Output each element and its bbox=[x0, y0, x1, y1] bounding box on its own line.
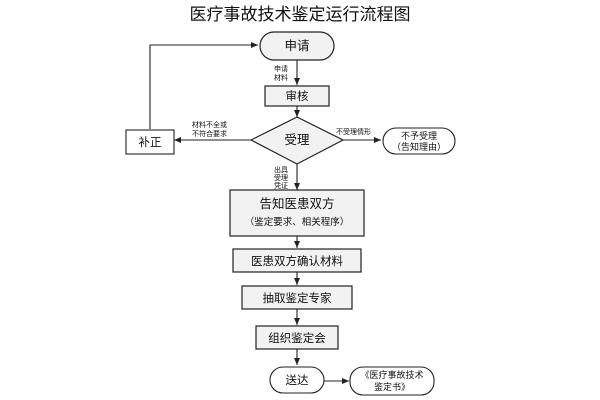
node-notify: 告知医患双方 （鉴定要求、相关程序） bbox=[229, 189, 365, 237]
node-report-line1: 《医疗事故技术 bbox=[360, 369, 423, 381]
node-reject-reason: （告知理由） bbox=[392, 141, 446, 153]
node-reject: 不予受理 （告知理由） bbox=[382, 127, 456, 155]
edge-label-incomplete-2: 不符合要求 bbox=[192, 129, 227, 138]
node-report: 《医疗事故技术 鉴定书》 bbox=[349, 366, 435, 396]
node-report-line2: 鉴定书》 bbox=[374, 381, 410, 393]
node-accept-label: 受理 bbox=[284, 132, 310, 147]
node-experts: 抽取鉴定专家 bbox=[241, 285, 353, 310]
edge-label-incomplete-1: 材料不全或 bbox=[192, 120, 227, 129]
node-experts-label: 抽取鉴定专家 bbox=[263, 291, 332, 305]
edge-label-certificate-3: 凭证 bbox=[274, 181, 288, 190]
connectors bbox=[149, 42, 381, 384]
arrow-correct-to-apply bbox=[149, 42, 258, 129]
node-apply: 申请 bbox=[259, 31, 335, 61]
node-confirm: 医患双方确认材料 bbox=[232, 248, 362, 273]
node-review-label: 审核 bbox=[286, 89, 309, 103]
node-meeting: 组织鉴定会 bbox=[255, 325, 339, 350]
node-correct: 补正 bbox=[125, 129, 175, 155]
edge-label-apply-materials-1: 申请 bbox=[274, 64, 288, 73]
diagram-title: 医疗事故技术鉴定运行流程图 bbox=[190, 5, 411, 25]
node-apply-label: 申请 bbox=[284, 38, 309, 53]
node-correct-label: 补正 bbox=[139, 135, 162, 149]
edge-label-certificate-1: 出具 bbox=[274, 165, 288, 174]
node-review: 审核 bbox=[264, 85, 330, 107]
edge-label-apply-materials-2: 材料 bbox=[274, 73, 288, 82]
edge-labels: 申请 材料 材料不全或 不符合要求 不受理情形 出具 受理 凭证 bbox=[192, 64, 371, 190]
edge-label-not-accept: 不受理情形 bbox=[336, 127, 371, 136]
edge-label-certificate-2: 受理 bbox=[274, 173, 288, 182]
node-deliver: 送达 bbox=[269, 366, 325, 394]
node-deliver-label: 送达 bbox=[286, 373, 309, 387]
node-reject-label: 不予受理 bbox=[401, 130, 437, 142]
node-meeting-label: 组织鉴定会 bbox=[268, 331, 326, 345]
node-accept: 受理 bbox=[249, 116, 345, 165]
node-notify-label: 告知医患双方 bbox=[259, 196, 334, 211]
node-confirm-label: 医患双方确认材料 bbox=[251, 254, 343, 268]
node-notify-subtitle: （鉴定要求、相关程序） bbox=[245, 216, 350, 228]
